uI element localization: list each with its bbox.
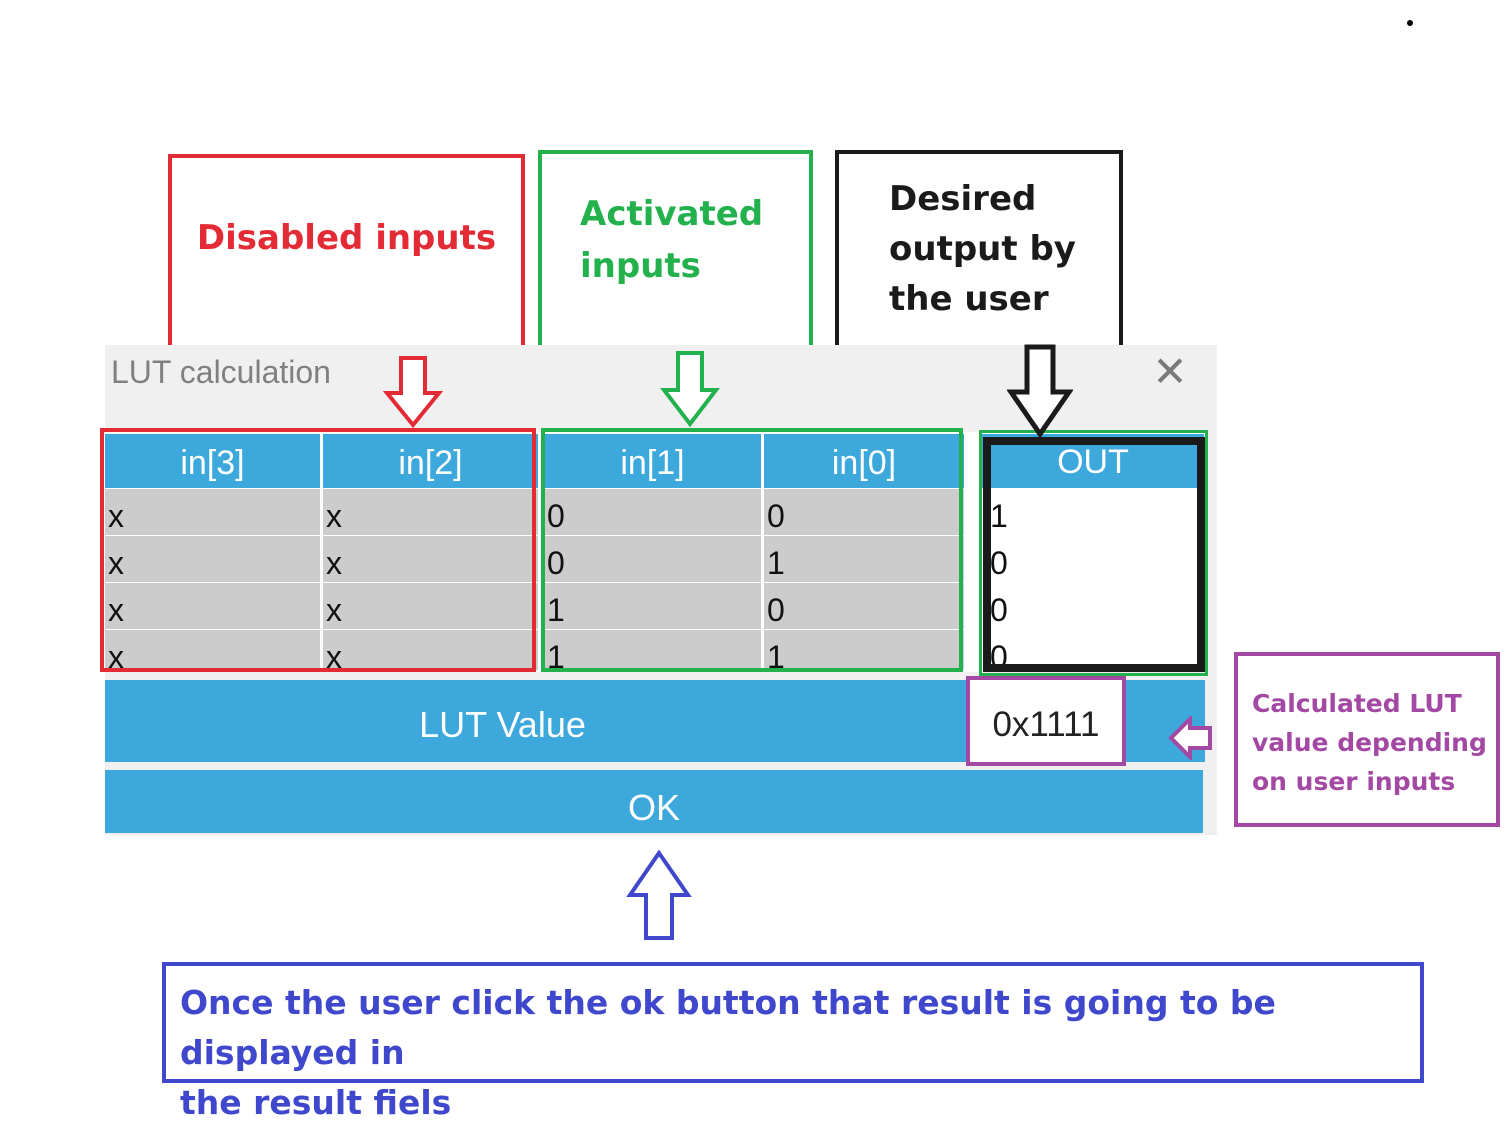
- cell-r2-in1[interactable]: 1: [544, 583, 761, 629]
- arrow-up-blue-icon: [626, 850, 692, 940]
- note-disabled-text: Disabled inputs: [196, 217, 497, 258]
- disabled-inputs-frame: [100, 428, 536, 672]
- note-bottom-line2: the result fiels: [180, 1083, 452, 1122]
- note-calculated-lut: Calculated LUT value depending on user i…: [1234, 652, 1500, 827]
- stray-dot: [1407, 20, 1413, 26]
- header-in0: in[0]: [764, 434, 964, 488]
- note-desired-line3: the user: [889, 279, 1049, 319]
- cell-r3-in3: x: [105, 630, 320, 670]
- arrow-down-black-icon: [1007, 344, 1073, 439]
- output-frame-black: [983, 437, 1205, 672]
- note-bottom-line1: Once the user click the ok button that r…: [180, 983, 1276, 1072]
- note-calculated-line1: Calculated LUT: [1252, 689, 1462, 718]
- cell-r0-in0[interactable]: 0: [764, 489, 964, 535]
- cell-r1-in3: x: [105, 536, 320, 582]
- header-in1: in[1]: [544, 434, 761, 488]
- lut-value-label: LUT Value: [419, 704, 586, 745]
- activated-inputs-frame: [541, 428, 963, 672]
- note-ok-result: Once the user click the ok button that r…: [162, 962, 1424, 1122]
- note-desired-output: Desired output by the user: [835, 150, 1123, 351]
- output-frame-green: [979, 430, 1208, 676]
- cell-r2-in2: x: [323, 583, 538, 629]
- cell-r1-in0[interactable]: 1: [764, 536, 964, 582]
- cell-r3-out[interactable]: 0: [987, 630, 1197, 666]
- cell-r1-in2: x: [323, 536, 538, 582]
- note-calculated-line2: value depending: [1252, 728, 1487, 757]
- cell-r1-in1[interactable]: 0: [544, 536, 761, 582]
- note-activated-inputs: Activated inputs: [538, 150, 813, 353]
- note-activated-line2: inputs: [580, 246, 701, 286]
- cell-r0-in1[interactable]: 0: [544, 489, 761, 535]
- note-desired-line2: output by: [889, 229, 1076, 269]
- cell-r2-in0[interactable]: 0: [764, 583, 964, 629]
- note-desired-line1: Desired: [889, 179, 1037, 219]
- cell-r0-in3: x: [105, 489, 320, 535]
- cell-r1-out[interactable]: 0: [987, 536, 1197, 582]
- note-disabled-inputs: Disabled inputs: [168, 154, 525, 351]
- note-activated-line1: Activated: [580, 194, 764, 234]
- cell-r3-in0[interactable]: 1: [764, 630, 964, 670]
- arrow-down-red-icon: [383, 356, 443, 429]
- ok-button[interactable]: OK: [105, 770, 1203, 833]
- arrow-left-purple-icon: [1168, 716, 1212, 760]
- cell-r0-out[interactable]: 1: [987, 489, 1197, 535]
- dialog-title: LUT calculation: [111, 354, 331, 390]
- cell-r2-in3: x: [105, 583, 320, 629]
- close-icon[interactable]: ✕: [1152, 347, 1188, 396]
- cell-r3-in2: x: [323, 630, 538, 670]
- cell-r0-in2: x: [323, 489, 538, 535]
- header-in3: in[3]: [105, 434, 320, 488]
- arrow-down-green-icon: [660, 351, 720, 428]
- cell-r3-in1[interactable]: 1: [544, 630, 761, 670]
- cell-r2-out[interactable]: 0: [987, 583, 1197, 629]
- lut-value-field: 0x1111: [966, 676, 1126, 766]
- note-calculated-line3: on user inputs: [1252, 767, 1456, 796]
- header-in2: in[2]: [323, 434, 538, 488]
